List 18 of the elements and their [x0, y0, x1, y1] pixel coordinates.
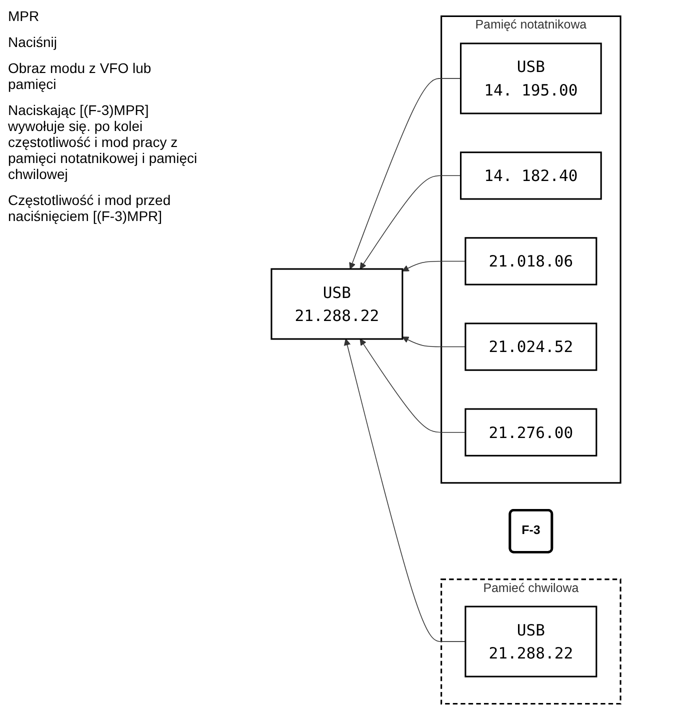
node-box: 21.024.52: [464, 322, 598, 370]
arrow: [360, 174, 462, 269]
node-box: 21.276.00: [464, 408, 598, 456]
arrow: [402, 260, 466, 271]
arrow: [344, 338, 466, 642]
node-box: USB 14. 195.00: [460, 42, 602, 114]
node-box: 14. 182.40: [460, 151, 602, 200]
arrow: [360, 338, 466, 432]
node-box: 21.018.06: [464, 236, 598, 285]
node-box: USB 21.288.22: [270, 268, 404, 340]
instruction-text: Naciśnij: [8, 34, 58, 50]
instruction-text: Obraz modu z VFO lub pamięci: [8, 60, 152, 92]
instruction-text: MPR: [8, 8, 40, 24]
arrow: [349, 78, 462, 269]
instruction-text: Naciskając [(F-3)MPR] wywołuje się. po kolei częstotliwość i mod pracy z pamięci notatnikowej i pamięci chwilowej: [8, 102, 198, 182]
arrow: [402, 336, 466, 347]
instruction-text: Częstotliwość i mod przed naciśnięciem [(F-3)MPR]: [8, 192, 172, 224]
node-box: USB 21.288.22: [464, 605, 598, 677]
